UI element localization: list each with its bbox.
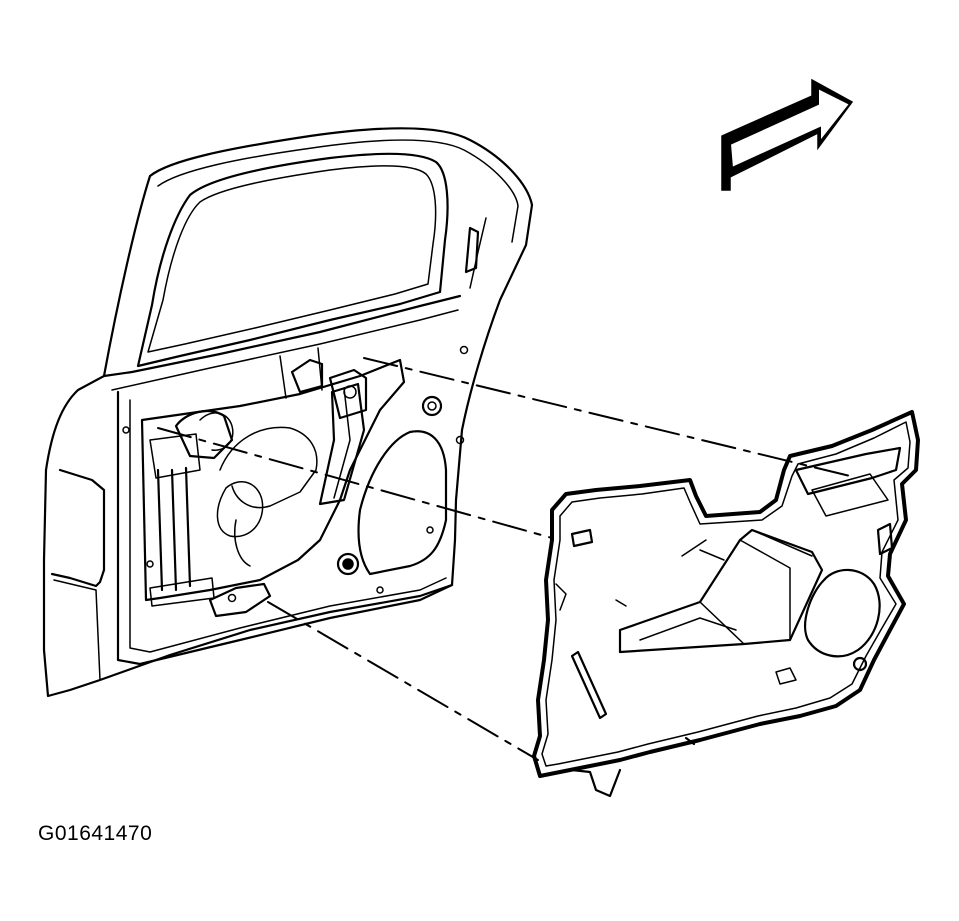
- forward-arrow-icon: [721, 78, 854, 191]
- door-frame: [42, 127, 534, 698]
- alignment-lines: [157, 357, 851, 761]
- water-deflector-panel: [532, 410, 920, 798]
- figure-id-label: G01641470: [38, 822, 153, 845]
